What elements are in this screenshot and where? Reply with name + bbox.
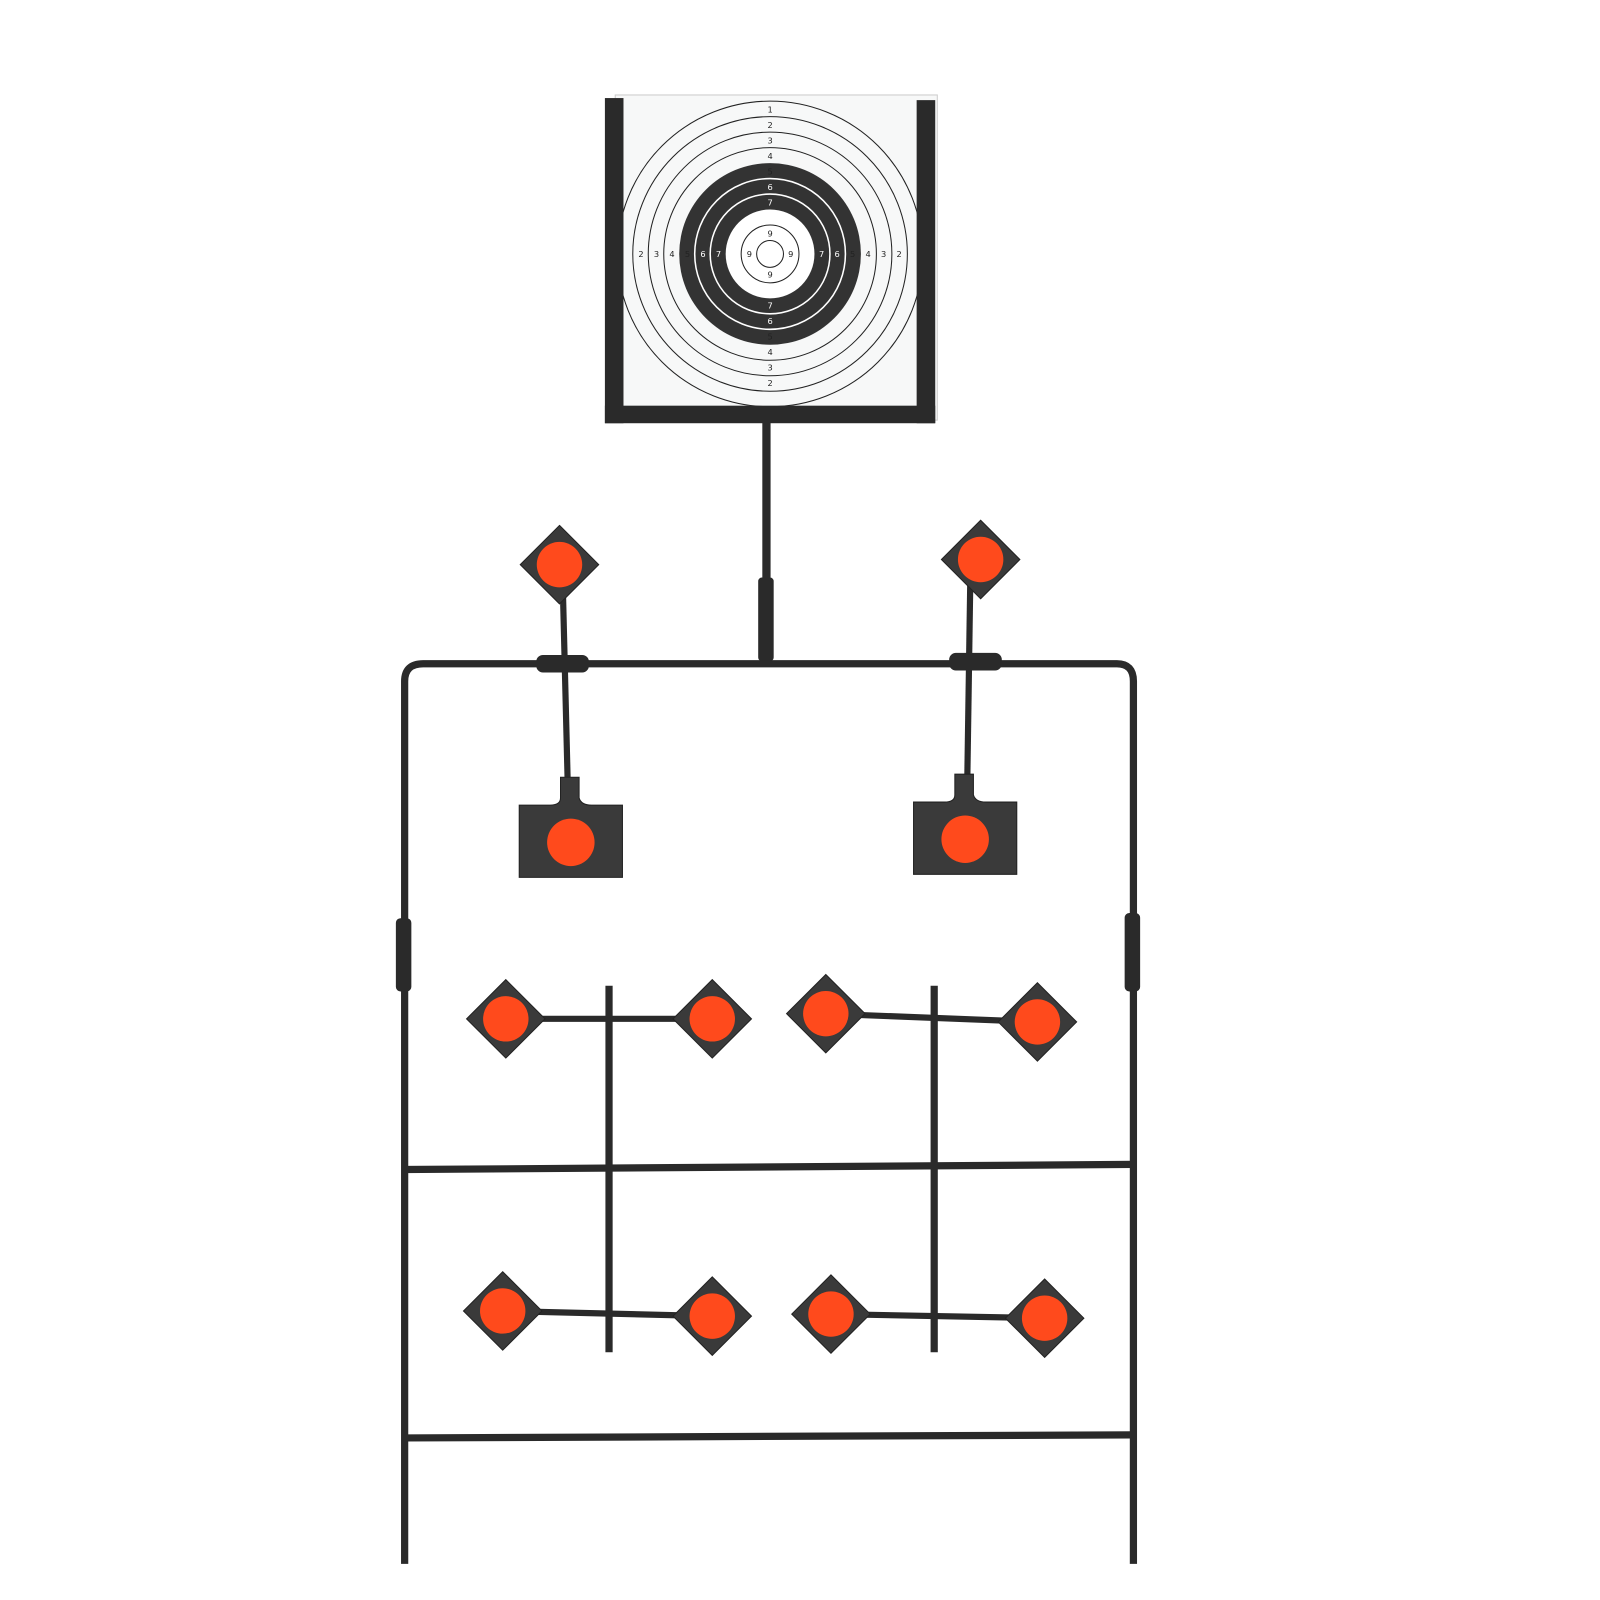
target-score-label: 9	[767, 270, 772, 280]
spinner-diamond-target	[1004, 1278, 1085, 1359]
target-score-label: 5	[685, 249, 690, 259]
spinner-diamond-target	[785, 973, 866, 1054]
target-ring	[632, 116, 908, 392]
target-frame-bottom	[604, 405, 936, 424]
orange-dot	[689, 996, 735, 1042]
orange-dot	[941, 815, 989, 863]
orange-dot	[689, 1293, 735, 1339]
target-ring	[709, 193, 831, 315]
target-score-label: 8	[804, 249, 809, 259]
target-score-label: 2	[767, 120, 772, 130]
target-frame-right	[916, 100, 936, 424]
target-score-label: 4	[866, 249, 871, 259]
target-score-label: 6	[700, 249, 705, 259]
target-score-label: 5	[850, 249, 855, 259]
orange-dot	[480, 1288, 526, 1334]
target-ring	[663, 147, 877, 361]
target-score-label: 3	[654, 249, 659, 259]
target-score-label: 7	[767, 301, 772, 311]
spinner-diamond-target	[462, 1271, 543, 1351]
target-frame-left	[604, 98, 624, 424]
spinner-diamond-target	[791, 1274, 871, 1355]
target-score-label: 2	[638, 249, 643, 259]
spinner-diamond-target	[672, 1276, 753, 1357]
orange-dot	[1021, 1295, 1068, 1341]
target-score-label: 9	[788, 249, 793, 259]
target-score-label: 7	[767, 197, 772, 207]
target-ring	[693, 177, 847, 331]
spinner-diamond-target	[997, 981, 1078, 1062]
orange-dot	[536, 541, 583, 588]
spinner-paddle-target	[518, 776, 623, 878]
target-score-label: 3	[767, 135, 772, 145]
target-score-label: 6	[767, 182, 772, 192]
target-score-label: 7	[819, 249, 824, 259]
target-score-label: 3	[767, 362, 772, 372]
target-ring	[725, 209, 815, 299]
target-score-label: 2	[896, 249, 901, 259]
orange-dot	[483, 996, 529, 1042]
target-score-label: 9	[747, 249, 752, 259]
target-ring	[740, 224, 800, 284]
spinner-diamond-target	[519, 524, 600, 605]
spinner-diamond-target	[940, 519, 1021, 600]
target-score-label: 8	[731, 249, 736, 259]
orange-dot	[547, 818, 595, 867]
target-score-label: 8	[767, 285, 772, 295]
target-score-label: 1	[767, 104, 772, 114]
target-score-label: 5	[767, 332, 772, 342]
target-score-label: 6	[835, 249, 840, 259]
spinner-diamond-target	[672, 978, 753, 1059]
target-score-label: 8	[767, 213, 772, 223]
target-score-label: 3	[881, 249, 886, 259]
target-score-label: 5	[767, 166, 772, 176]
target-score-label: 4	[669, 249, 674, 259]
target-score-label: 7	[716, 249, 721, 259]
target-score-label: 4	[767, 347, 772, 357]
target-score-label: 2	[767, 378, 772, 388]
orange-dot	[803, 990, 849, 1037]
spinner-diamond-target	[465, 978, 546, 1059]
target-ring	[647, 131, 893, 377]
target-score-label: 4	[767, 151, 772, 161]
orange-dot	[808, 1291, 854, 1337]
orange-dot	[957, 536, 1004, 583]
target-ring	[756, 240, 784, 268]
target-score-label: 9	[767, 228, 772, 238]
spinner-paddle-target	[913, 773, 1018, 875]
target-score-label: 6	[767, 316, 772, 326]
orange-dot	[1014, 999, 1061, 1045]
